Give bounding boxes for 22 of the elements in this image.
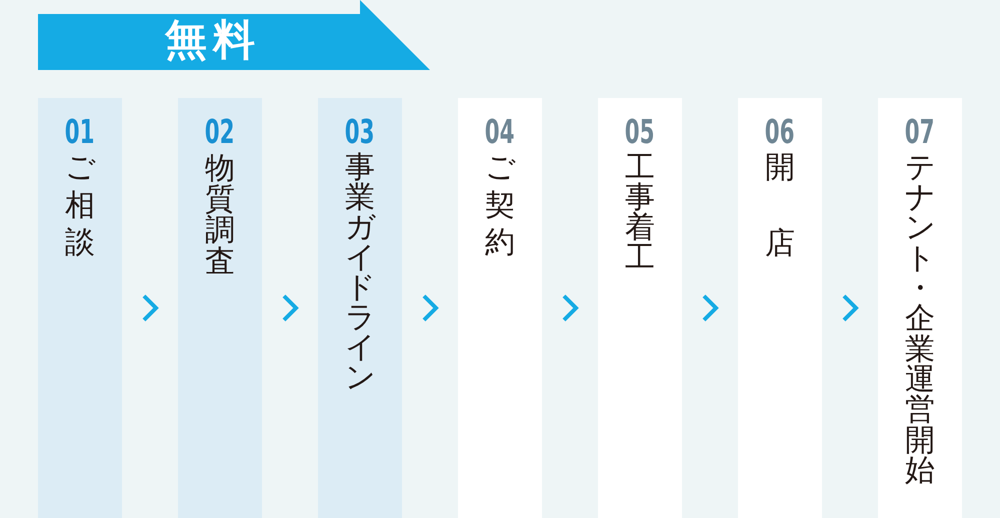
chevron-arrow (842, 294, 859, 322)
banner-label: 無料 (165, 19, 261, 61)
step-number: 01 (65, 115, 95, 148)
step-label: 事業ガイドライン (345, 153, 375, 393)
step-number: 04 (485, 115, 515, 148)
chevron-arrow (562, 294, 579, 322)
step-label: ご契約 (485, 149, 515, 262)
step-number: 07 (905, 115, 935, 148)
chevron-arrow (702, 294, 719, 322)
step-label: ご相談 (65, 149, 95, 262)
step-label: 工事着工 (625, 153, 655, 273)
step-label: 物質調査 (205, 152, 235, 276)
step-number: 06 (765, 115, 795, 148)
step-number: 03 (345, 115, 375, 148)
step-number: 02 (205, 115, 235, 148)
chevron-arrow (282, 294, 299, 322)
step-label: テナント・企業運営開始 (905, 152, 935, 486)
chevron-arrow (422, 294, 439, 322)
arrow-banner (38, 0, 430, 70)
step-number: 05 (625, 115, 655, 148)
chevron-arrow (142, 294, 159, 322)
step-label: 開店 (765, 153, 795, 259)
